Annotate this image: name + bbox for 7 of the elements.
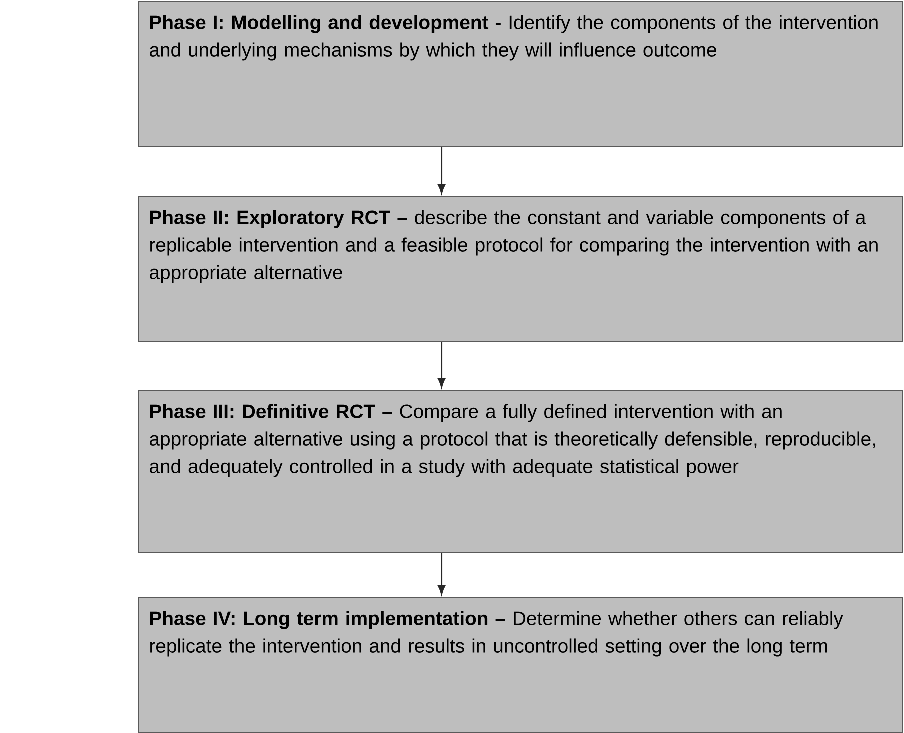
phase-box: Phase III: Definitive RCT – Compare a fully defined intervention with an appropriate alternative using a protocol that is theoretically defensible, reproducible, and adequately controlled in a study with adequate statistical power: [138, 390, 904, 554]
phase-box: Phase I: Modelling and development - Identify the components of the intervention and underlying mechanisms by which they will influence outcome: [138, 1, 904, 148]
arrow: [438, 342, 446, 388]
arrow: [438, 147, 446, 194]
arrow: [438, 553, 446, 595]
phase-box: Phase IV: Long term implementation – Determine whether others can reliably replicate the intervention and results in uncontrolled setting over the long term: [138, 597, 904, 733]
phase-box: Phase II: Exploratory RCT – describe the constant and variable components of a replicable intervention and a feasible protocol for comparing the intervention with an appropriate alternative: [138, 196, 904, 342]
